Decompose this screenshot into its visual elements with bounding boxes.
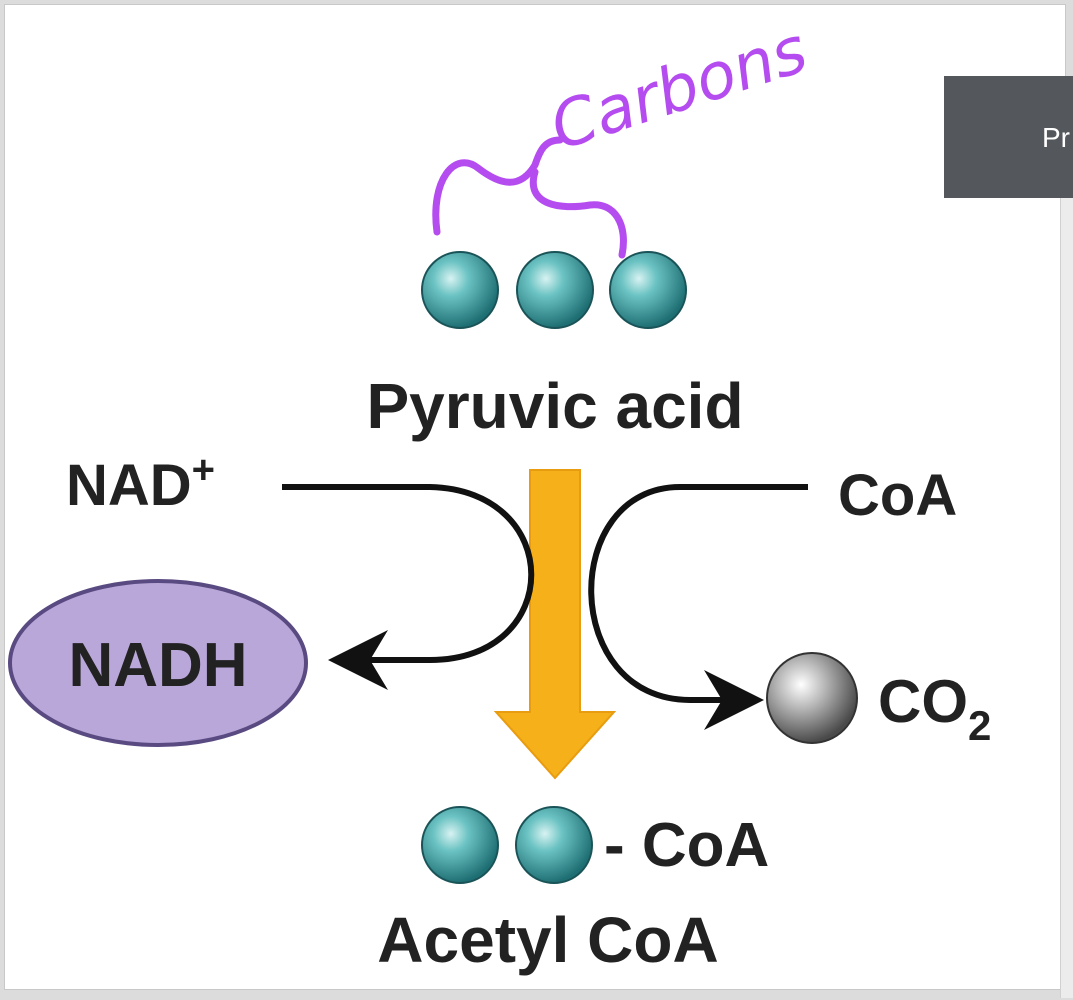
side-tab[interactable]: Pr <box>944 76 1073 198</box>
nadh-label: NADH <box>68 631 247 700</box>
annotation-text: Carbons <box>542 13 816 165</box>
side-tab-label: Pr <box>1042 122 1070 153</box>
nadh-ellipse <box>8 579 308 747</box>
reaction-arrow <box>493 469 617 780</box>
carbon-atom <box>516 251 594 329</box>
carbon-atom <box>515 806 593 884</box>
coa-input-label: CoA <box>838 463 957 528</box>
nad-label: NAD+ <box>66 448 215 518</box>
pyruvic-acid-label: Pyruvic acid <box>366 370 743 442</box>
carbon-atom <box>609 251 687 329</box>
side-strip <box>1060 198 1073 998</box>
acetyl-coa-molecule <box>421 806 593 884</box>
coa-to-co2-line <box>588 484 808 730</box>
co2-sphere <box>766 652 858 744</box>
annotation-brace <box>432 136 627 259</box>
co2-label: CO2 <box>878 668 991 749</box>
nad-to-nadh-line <box>282 484 535 690</box>
carbon-atom <box>421 251 499 329</box>
acetyl-coa-label: Acetyl CoA <box>377 904 718 976</box>
acetyl-coa-attach-label: - CoA <box>604 811 769 880</box>
pyruvic-acid-molecule <box>421 251 687 329</box>
carbon-atom <box>421 806 499 884</box>
